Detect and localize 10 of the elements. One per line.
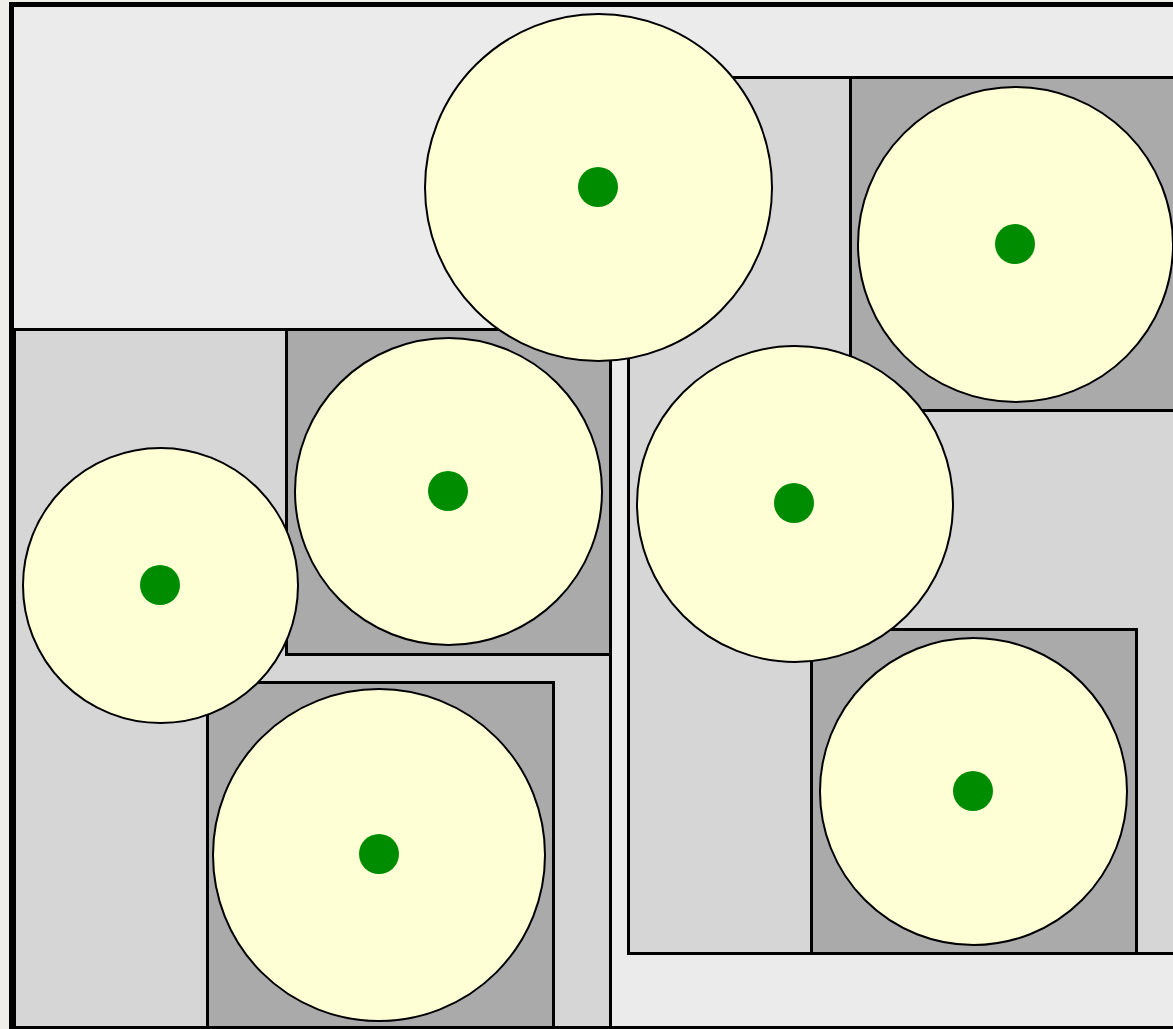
dot-marker [428,471,468,511]
region-panel [14,328,612,1026]
dot-marker [578,167,618,207]
region-panel [627,76,1173,955]
dot-marker [995,224,1035,264]
outer-frame [9,2,1173,1029]
dot-marker [140,565,180,605]
dot-marker [953,771,993,811]
dot-marker [359,834,399,874]
dot-marker [774,483,814,523]
